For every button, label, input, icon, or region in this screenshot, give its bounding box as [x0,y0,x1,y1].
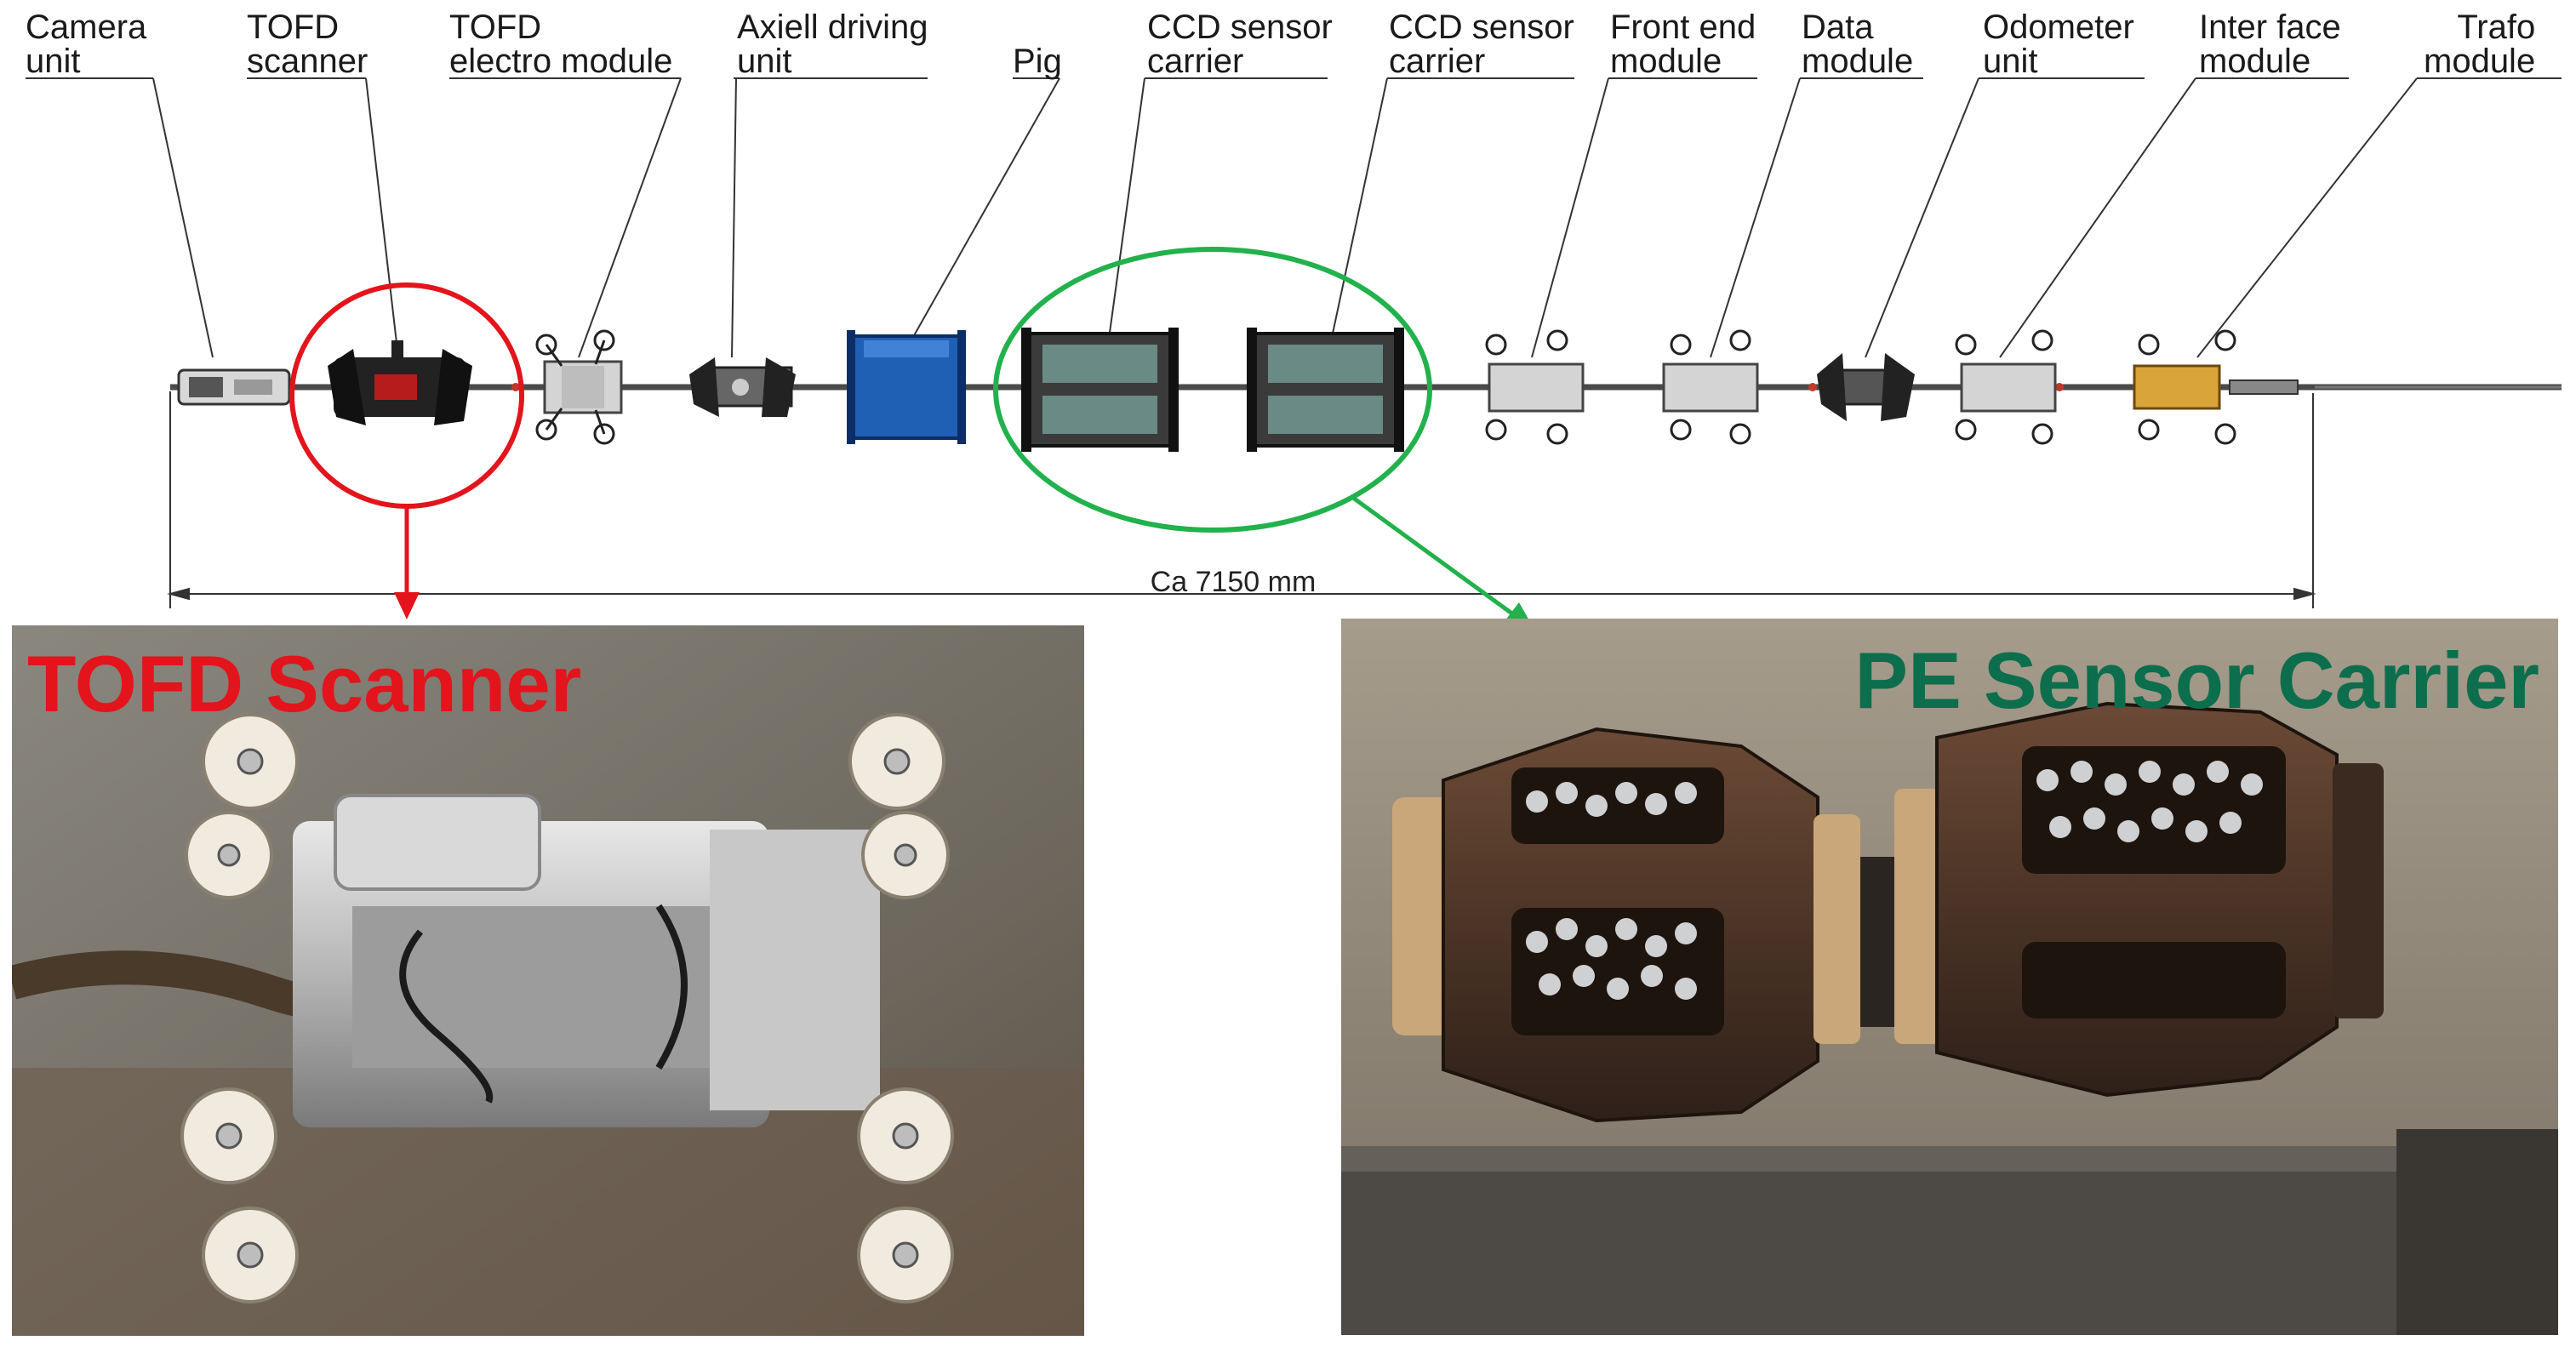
ccd-sensor-carrier-1-graphic [1021,328,1179,452]
pig-graphic [847,330,966,444]
interface-module-graphic [1955,329,2057,445]
tofd-scanner-photo: TOFD Scanner [12,625,1084,1336]
pe-sensor-carrier-photo: PE Sensor Carrier [1341,619,2558,1335]
pe-arrow-line [1351,495,1515,617]
data-module-graphic [1662,329,1759,445]
axiell-driving-unit-graphic [689,357,796,417]
trafo-module-graphic [2133,329,2299,445]
pe-carrier-right [1860,701,2384,1098]
tofd-arrow-head [394,592,420,619]
label-pig: Pig [1013,43,1062,80]
tofd-scanner-title: TOFD Scanner [27,639,582,728]
tofd-electro-module-graphic [535,329,623,445]
pe-carrier-left [1392,727,1860,1123]
dimension-label: Ca 7150 mm [1151,566,1317,598]
pe-highlight-ellipse [993,247,1432,533]
pe-sensor-carrier-title: PE Sensor Carrier [1854,636,2539,725]
ccd-sensor-carrier-2-graphic [1247,328,1404,452]
tofd-scanner-graphic [328,340,472,425]
camera-unit-graphic [177,368,291,406]
leader-lines [152,77,2418,358]
odometer-unit-graphic [1817,353,1915,421]
front-end-module-graphic [1485,329,1585,445]
pe-sensor-carrier-illustration [1341,619,2558,1335]
tofd-scanner-illustration [12,625,1084,1336]
dimension-line [167,391,2316,608]
